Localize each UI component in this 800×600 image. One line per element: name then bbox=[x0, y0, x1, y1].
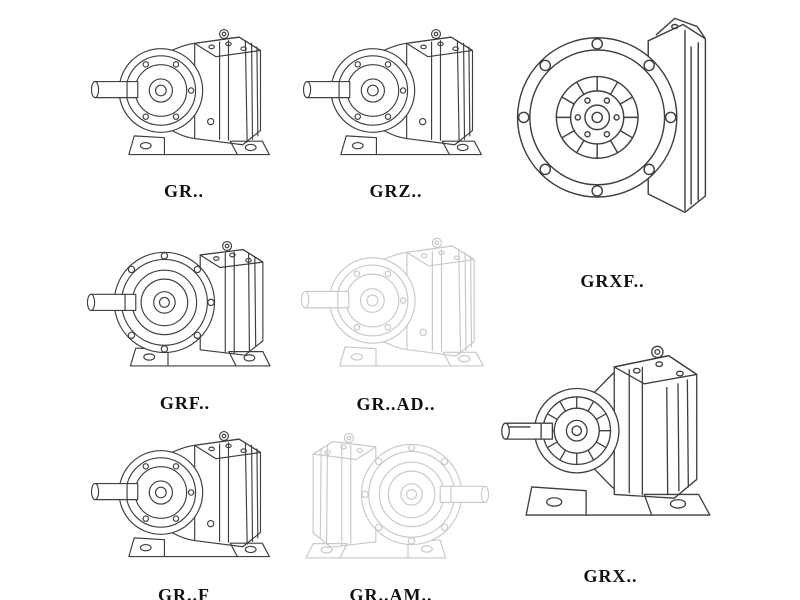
gearbox-foot-drawing-use bbox=[303, 30, 481, 155]
gearbox-flange-foot-drawing-use bbox=[87, 242, 270, 366]
model-figure-grfoot: GR..F bbox=[86, 408, 282, 600]
model-figure-grad: GR..AD.. bbox=[296, 214, 496, 415]
gearbox-foot-drawing bbox=[298, 6, 494, 175]
gearbox-foot-drawing bbox=[86, 6, 282, 175]
model-figure-grxf: GRXF.. bbox=[495, 0, 730, 292]
model-figure-gram: GR..AM.. bbox=[288, 404, 494, 600]
gearbox-adapter-ghost-drawing-use bbox=[301, 238, 483, 366]
model-figure-grz: GRZ.. bbox=[298, 6, 494, 202]
model-figure-gr: GR.. bbox=[86, 6, 282, 202]
gearbox-motor-adapter-ghost-drawing bbox=[288, 404, 494, 583]
gearbox-flange-mounted-drawing bbox=[495, 0, 730, 245]
gearbox-foot-drawing-use bbox=[91, 30, 269, 155]
model-label-grf: GRF.. bbox=[159, 393, 211, 413]
model-label-grz: GRZ.. bbox=[369, 181, 423, 201]
model-label-grad: GR..AD.. bbox=[356, 394, 436, 414]
gearbox-flange-mounted-drawing-use bbox=[518, 18, 706, 212]
gearbox-foot-drawing-use bbox=[91, 432, 269, 557]
model-label-grxf: GRXF.. bbox=[580, 271, 645, 291]
gearbox-heavy-foot-drawing bbox=[498, 318, 723, 534]
model-figure-grx: GRX.. bbox=[498, 318, 723, 587]
model-label-grfoot: GR..F bbox=[158, 585, 210, 600]
model-label-gram: GR..AM.. bbox=[349, 585, 433, 600]
model-figure-grf: GRF.. bbox=[82, 212, 288, 414]
gearbox-foot-drawing bbox=[86, 408, 282, 577]
gearbox-flange-foot-drawing bbox=[82, 212, 288, 391]
model-label-grx: GRX.. bbox=[583, 566, 638, 586]
gearbox-adapter-ghost-drawing bbox=[296, 214, 496, 387]
model-label-gr: GR.. bbox=[164, 181, 204, 201]
gearbox-motor-adapter-ghost-drawing-use bbox=[306, 434, 489, 558]
gearbox-heavy-foot-drawing-use bbox=[502, 346, 710, 515]
